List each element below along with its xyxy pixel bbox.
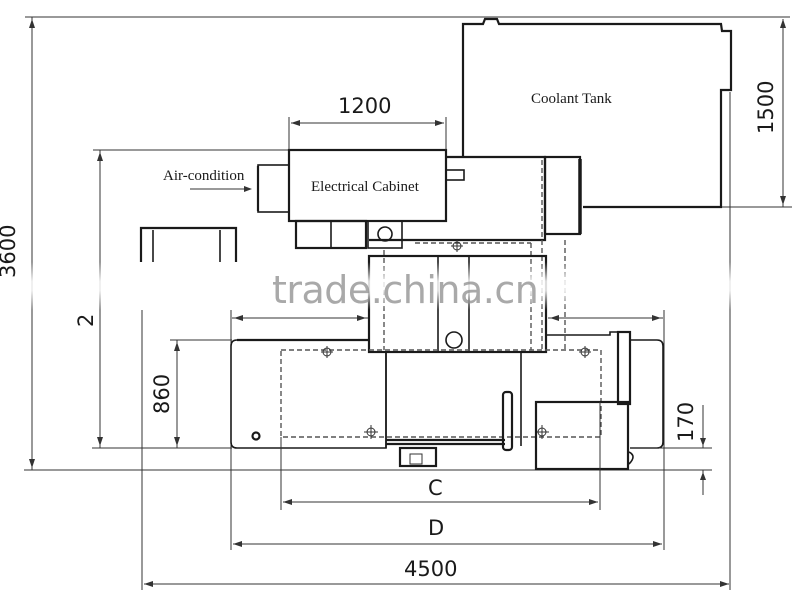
dim-overall-depth: 3600 — [0, 224, 20, 278]
air-condition-label: Air-condition — [163, 168, 245, 184]
dim-cabinet-width: 1200 — [338, 94, 392, 118]
dim-offset-right: 170 — [674, 401, 698, 442]
watermark-text: trade.china.cn — [272, 268, 539, 312]
dim-coolant-tank-depth: 1500 — [754, 80, 778, 134]
electrical-cabinet-label: Electrical Cabinet — [311, 179, 419, 195]
coolant-tank-label: Coolant Tank — [531, 91, 612, 107]
dim-partial-depth: 2 — [74, 313, 98, 327]
dim-base-depth: 860 — [150, 373, 174, 414]
dim-overall-length: 4500 — [404, 557, 458, 581]
dim-length-c: C — [428, 476, 443, 500]
watermark-band — [0, 262, 800, 310]
dim-length-d: D — [428, 516, 445, 540]
